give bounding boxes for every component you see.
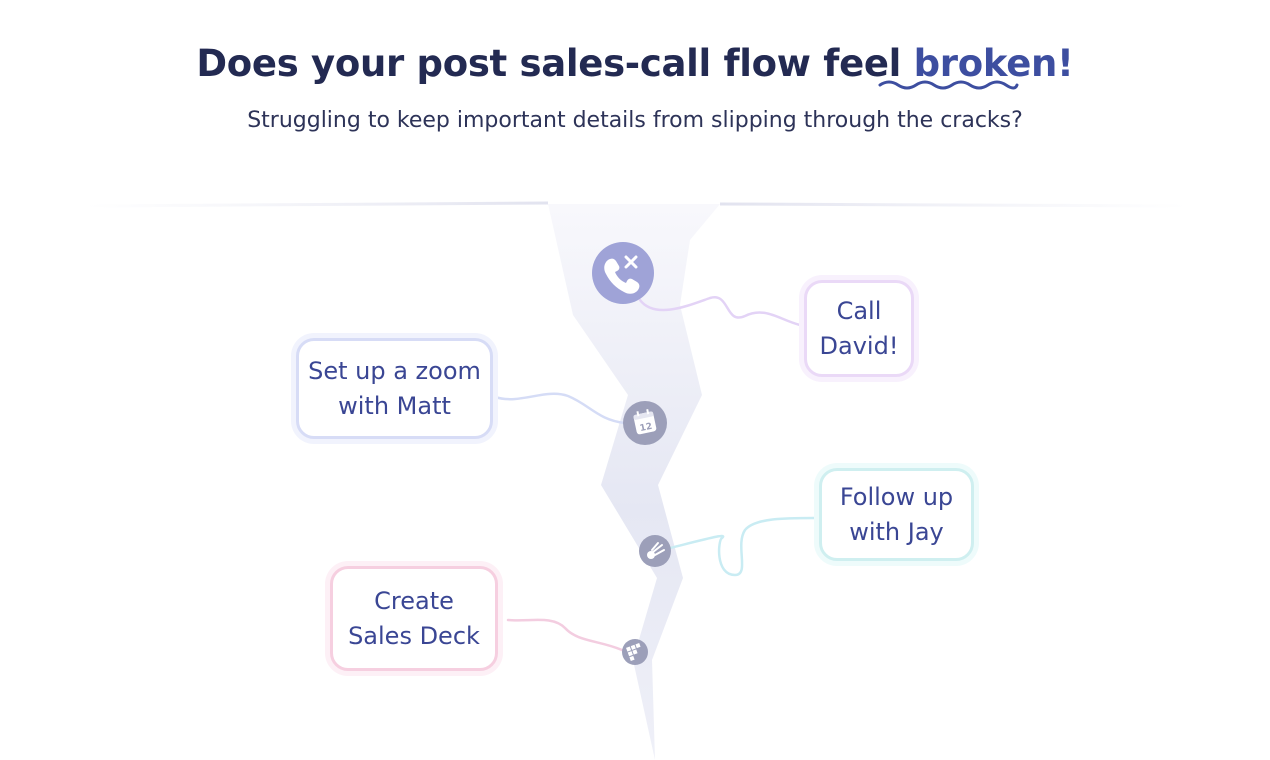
- connector-zoom: [493, 392, 627, 425]
- horizon-line-left: [84, 201, 549, 208]
- connector-follow: [668, 516, 817, 577]
- accent-underline: [878, 80, 1019, 90]
- card-follow-label: Follow up with Jay: [839, 482, 954, 546]
- svg-text:12: 12: [639, 422, 653, 434]
- card-zoom-matt: Set up a zoom with Matt: [296, 338, 493, 439]
- phone-missed-icon: [592, 242, 654, 304]
- horizon-line-right: [719, 202, 1189, 208]
- card-deck-label: Create Sales Deck: [348, 586, 480, 650]
- page-title: Does your post sales-call flow feel brok…: [0, 42, 1270, 85]
- connector-deck: [506, 618, 624, 652]
- card-zoom-label: Set up a zoom with Matt: [308, 356, 481, 420]
- card-follow-jay: Follow up with Jay: [819, 468, 974, 561]
- connector-call: [638, 296, 802, 327]
- comet-icon: [639, 535, 671, 567]
- card-call-david: Call David!: [804, 280, 914, 377]
- page-subtitle: Struggling to keep important details fro…: [247, 108, 1023, 133]
- crack-shape: [548, 204, 720, 760]
- calendar-icon: 12: [623, 401, 667, 445]
- page-title-main: Does your post sales-call flow feel: [196, 42, 914, 85]
- card-call-label: Call David!: [819, 296, 899, 360]
- apps-grid-icon: [622, 639, 648, 665]
- page-title-accent: broken!: [913, 42, 1074, 85]
- card-sales-deck: Create Sales Deck: [330, 566, 498, 671]
